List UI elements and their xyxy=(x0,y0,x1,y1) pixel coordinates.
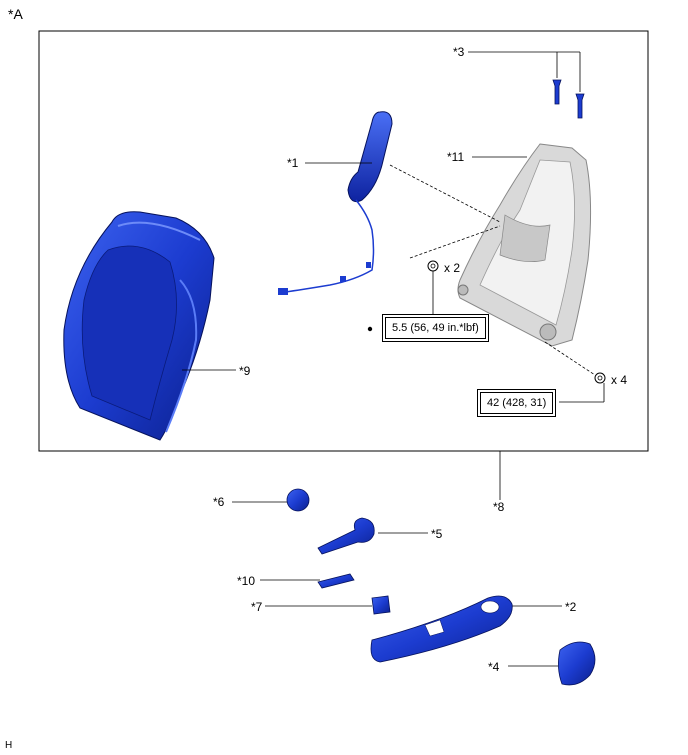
screw-part xyxy=(552,79,585,119)
callout-9: *9 xyxy=(239,364,251,378)
torque-value-nut: 5.5 (56, 49 in.*lbf) xyxy=(385,317,486,339)
outer-cover-part xyxy=(558,641,596,686)
callout-5: *5 xyxy=(431,527,443,541)
nut-quantity: x 2 xyxy=(444,261,461,275)
recliner-lever-part xyxy=(317,517,375,555)
callout-3: *3 xyxy=(453,45,465,59)
callout-1: *1 xyxy=(287,156,299,170)
callout-11: *11 xyxy=(447,150,465,164)
torque-value-bolt: 42 (428, 31) xyxy=(480,392,554,414)
seatback-frame-part xyxy=(457,143,592,347)
cap-part xyxy=(286,488,310,512)
callout-10: *10 xyxy=(237,574,256,588)
clip-part xyxy=(371,595,391,615)
nut-part xyxy=(427,260,439,272)
bolt-quantity: x 4 xyxy=(611,373,628,387)
side-shield-part xyxy=(370,595,513,663)
leader-lines xyxy=(182,51,605,667)
alignment-lines xyxy=(389,164,596,376)
footer-mark: H xyxy=(5,740,13,751)
seatback-cover-part xyxy=(63,211,215,441)
figure-label: *A xyxy=(8,6,23,22)
bolt-part xyxy=(594,372,606,384)
assembly-frame xyxy=(38,30,649,452)
torque-box-bolt: 42 (428, 31) xyxy=(477,389,557,417)
callout-8: *8 xyxy=(493,500,505,514)
torque-box-nut: 5.5 (56, 49 in.*lbf) xyxy=(382,314,489,342)
callout-6: *6 xyxy=(213,495,225,509)
small-cover-part xyxy=(317,573,355,589)
bullet-dot xyxy=(367,326,373,332)
callout-4: *4 xyxy=(488,660,500,674)
side-airbag-part xyxy=(278,111,393,295)
callout-2: *2 xyxy=(565,600,577,614)
callout-7: *7 xyxy=(251,600,263,614)
